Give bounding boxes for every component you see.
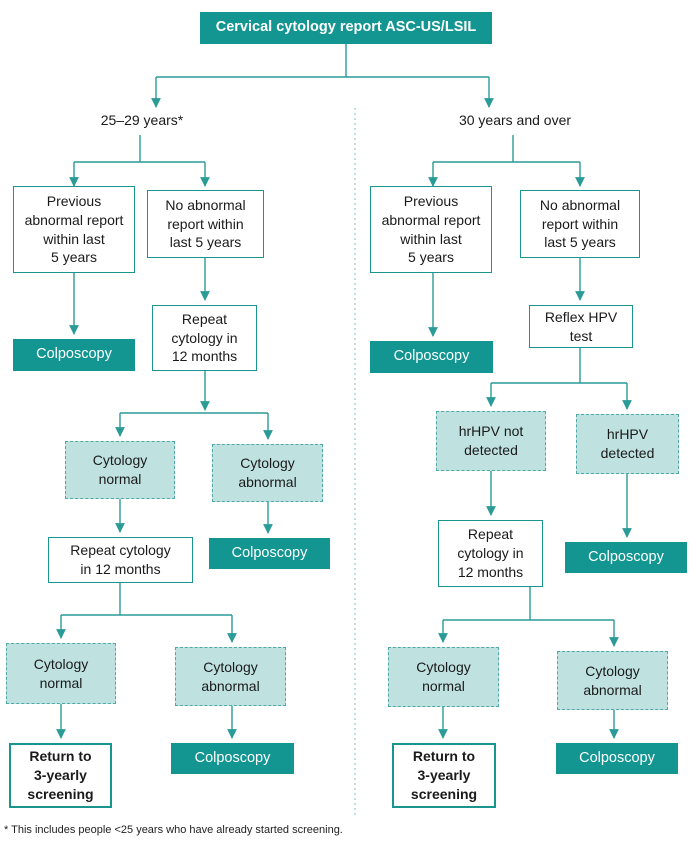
right-colposcopy-2: Colposcopy — [565, 542, 687, 573]
right-hrhpv-detected-box: hrHPV detected — [576, 414, 679, 474]
left-age-label: 25–29 years* — [100, 111, 184, 128]
left-repeat-cytology-1-box: Repeat cytology in 12 months — [152, 305, 257, 371]
left-colposcopy-2: Colposcopy — [209, 538, 330, 569]
left-previous-abnormal-box: Previous abnormal report within last 5 y… — [13, 186, 135, 273]
left-colposcopy-3: Colposcopy — [171, 743, 294, 774]
footnote: * This includes people <25 years who hav… — [4, 824, 343, 836]
right-no-abnormal-box: No abnormal report within last 5 years — [520, 190, 640, 258]
left-repeat-cytology-2-box: Repeat cytology in 12 months — [48, 537, 193, 583]
right-return-screening-box: Return to 3-yearly screening — [392, 743, 496, 808]
left-cytology-normal-2-box: Cytology normal — [6, 643, 116, 704]
right-colposcopy-3: Colposcopy — [556, 743, 678, 774]
left-cytology-abnormal-2-box: Cytology abnormal — [175, 647, 286, 706]
left-colposcopy-1: Colposcopy — [13, 339, 135, 371]
left-no-abnormal-box: No abnormal report within last 5 years — [147, 190, 264, 258]
right-hrhpv-not-detected-box: hrHPV not detected — [436, 411, 546, 471]
right-colposcopy-1: Colposcopy — [370, 341, 493, 373]
right-cytology-abnormal-box: Cytology abnormal — [557, 651, 668, 710]
right-previous-abnormal-box: Previous abnormal report within last 5 y… — [370, 186, 492, 273]
right-repeat-cytology-box: Repeat cytology in 12 months — [438, 520, 543, 587]
left-return-screening-box: Return to 3-yearly screening — [9, 743, 112, 808]
left-cytology-abnormal-1-box: Cytology abnormal — [212, 444, 323, 502]
right-reflex-hpv-box: Reflex HPV test — [529, 305, 633, 348]
title-box: Cervical cytology report ASC-US/LSIL — [200, 12, 492, 44]
right-age-label: 30 years and over — [458, 111, 572, 128]
left-cytology-normal-1-box: Cytology normal — [65, 441, 175, 499]
right-cytology-normal-box: Cytology normal — [388, 647, 499, 707]
